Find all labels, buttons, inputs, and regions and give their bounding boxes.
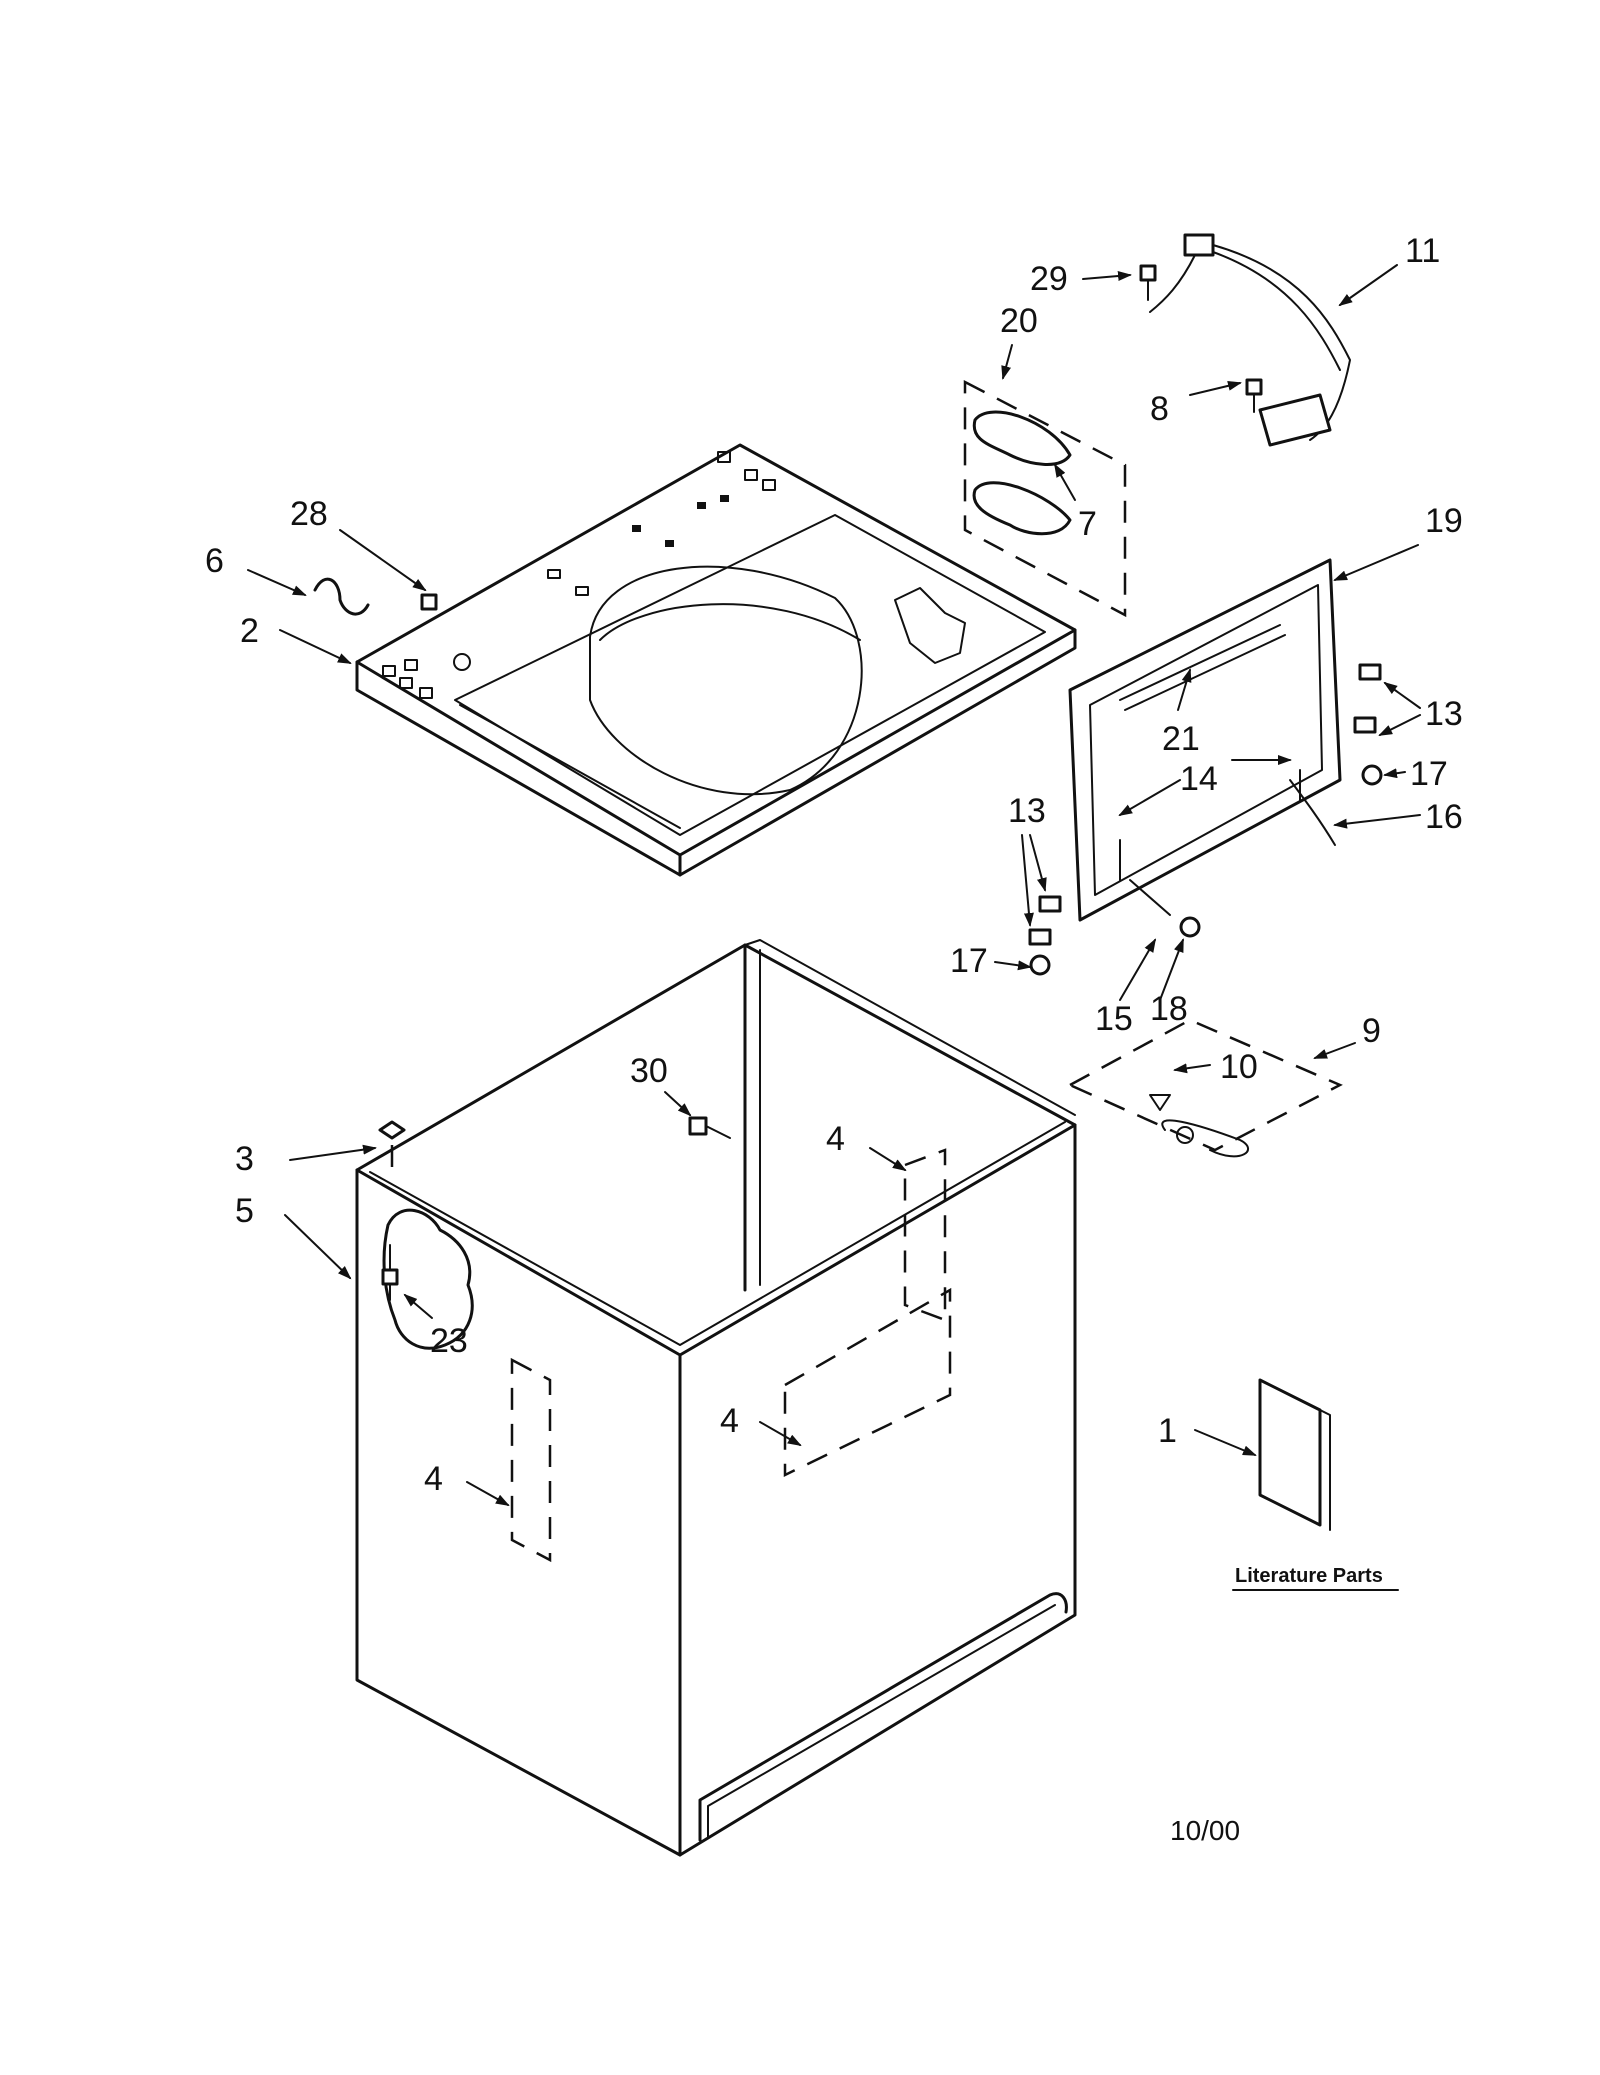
callout-1: 1 [1158, 1412, 1177, 1450]
callout-11: 11 [1405, 232, 1440, 270]
callout-14: 14 [1180, 760, 1218, 798]
screw-29 [1139, 264, 1157, 301]
callout-15: 15 [1095, 1000, 1133, 1038]
callout-9: 9 [1362, 1012, 1381, 1050]
literature-booklet [1258, 1378, 1331, 1531]
leader-lines [247, 264, 1421, 1506]
callout-18: 18 [1150, 990, 1188, 1028]
callout-16: 16 [1425, 798, 1463, 836]
switch-8 [1258, 393, 1332, 447]
cabinet [355, 939, 1077, 1857]
callout-6: 6 [205, 542, 224, 580]
lid-door [1068, 558, 1342, 922]
callout-21: 21 [1162, 720, 1200, 758]
hinge-cap-7 [972, 410, 1072, 536]
callout-8: 8 [1150, 390, 1169, 428]
callout-4-left: 4 [424, 1460, 443, 1498]
spring-9 [1149, 1094, 1249, 1158]
frame-9 [1067, 1018, 1343, 1152]
frame-20 [963, 379, 1127, 618]
clip-28 [420, 593, 438, 611]
screw-8 [1245, 378, 1263, 413]
callout-20: 20 [1000, 302, 1038, 340]
callout-5: 5 [235, 1192, 254, 1230]
callout-13-right: 13 [1425, 695, 1463, 733]
callout-13-left: 13 [1008, 792, 1046, 830]
callouts: 29 20 11 8 7 28 6 2 19 21 13 14 17 16 13… [205, 232, 1463, 1498]
callout-3: 3 [235, 1140, 254, 1178]
clip-6 [313, 577, 370, 616]
top-panel [355, 443, 1077, 877]
callout-17-right: 17 [1410, 755, 1448, 793]
callout-28: 28 [290, 495, 328, 533]
callout-2: 2 [240, 612, 259, 650]
callout-30: 30 [630, 1052, 668, 1090]
top-panel-holes [382, 451, 776, 699]
decal-4-left [510, 1357, 552, 1563]
decal-4-front [783, 1287, 952, 1477]
callout-19: 19 [1425, 502, 1463, 540]
callout-17-left: 17 [950, 942, 988, 980]
literature-parts-label: Literature Parts [1235, 1565, 1383, 1587]
revision-date: 10/00 [1170, 1815, 1240, 1846]
screw-23 [381, 1244, 399, 1301]
callout-23: 23 [430, 1322, 468, 1360]
clip-3 [378, 1120, 406, 1180]
callout-29: 29 [1030, 260, 1068, 298]
callout-7: 7 [1078, 505, 1097, 543]
callout-4-side: 4 [826, 1120, 845, 1158]
decal-4-side-upper [903, 1148, 947, 1322]
callout-10: 10 [1220, 1048, 1258, 1086]
hinge-parts [1028, 663, 1383, 976]
screw-30 [688, 1116, 731, 1139]
callout-4-front: 4 [720, 1402, 739, 1440]
